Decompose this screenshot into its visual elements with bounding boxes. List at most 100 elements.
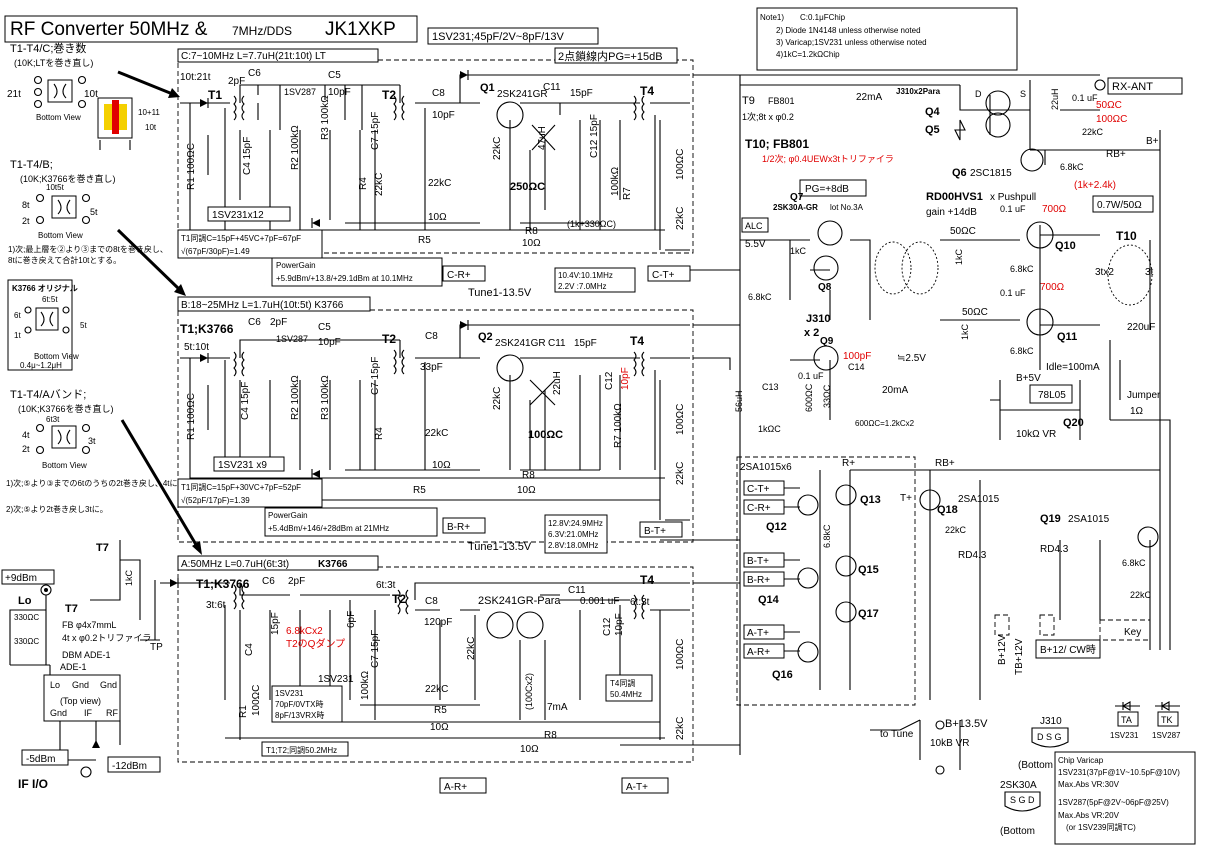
- section-b-t2: T2: [382, 332, 396, 346]
- pa-r68a: 6.8kC: [1010, 264, 1034, 274]
- section-b-r100: 100ΩC: [528, 429, 563, 441]
- section-c-d1: 1SV287: [284, 87, 316, 97]
- section-c-q1: Q1: [480, 82, 495, 94]
- pa-c01: 0.1 uF: [798, 371, 824, 381]
- pa-r68kc2: 6.8kC: [1060, 162, 1084, 172]
- if-level: -5dBm: [26, 754, 55, 765]
- section-c-tune-note2: √(67pF/30pF)=1.49: [181, 247, 250, 256]
- section-c-c12: C12 15pF: [589, 114, 600, 158]
- legend-chip5: (or 1SV239同調TC): [1066, 822, 1136, 832]
- section-c-power-title: PowerGain: [276, 261, 316, 270]
- section-a-r5v: 10Ω: [430, 722, 449, 733]
- pa-i20: 20mA: [882, 385, 908, 396]
- pa-r600-note: 600ΩC=1.2kCx2: [855, 419, 915, 428]
- section-c-r22kc2: 22kC: [675, 207, 686, 230]
- transformer-picture-icon: [97, 97, 133, 150]
- legend-tk-box: [1157, 711, 1179, 727]
- section-c-r4v: 22kC: [374, 173, 385, 196]
- section-b-r2: R2 100kΩ: [290, 375, 301, 420]
- pa-idle: Idle=100mA: [1046, 362, 1100, 373]
- pa-r1k24: (1k+2.4k): [1074, 180, 1116, 191]
- section-b-c12: C12: [604, 371, 615, 390]
- rx-ant-connector[interactable]: [1094, 79, 1106, 91]
- section-b-ratio: 5t:10t: [184, 342, 209, 353]
- pa-55v: 5.5V: [745, 239, 766, 250]
- section-a-header: A:50MHz L=0.7uH(6t:3t): [181, 559, 289, 570]
- section-b-bt: B-T+: [644, 526, 666, 537]
- section-a-at: A-T+: [626, 782, 648, 793]
- note-2: 2) Diode 1N4148 unless otherwise noted: [776, 26, 921, 35]
- k3766-title: K3766 オリジナル: [12, 284, 78, 293]
- lo-level: +9dBm: [5, 573, 37, 584]
- section-a-r1: R1: [238, 705, 249, 718]
- sw-vr10k: 10kB VR: [930, 738, 969, 749]
- rx-ant-box: [1107, 77, 1183, 95]
- section-a-r100c: 100ΩC: [675, 639, 686, 670]
- t1-coil-label-b: 10t: [145, 123, 157, 132]
- section-c-c7: C7 15pF: [370, 112, 381, 150]
- section-b-power-val: +5.4dBm/+146/+28dBm at 21MHz: [268, 524, 389, 533]
- ta-sub: (10K;K3766を巻き直し): [18, 403, 114, 414]
- section-b-freq-box: [544, 514, 608, 554]
- sw-tb12: TB+12V: [1014, 638, 1025, 675]
- section-a-vari-label: 1SV231: [318, 674, 354, 685]
- sw-q19: Q19: [1040, 513, 1061, 525]
- section-b-d1: 1SV287: [276, 334, 308, 344]
- pa-vr10k: 10kΩ VR: [1016, 429, 1056, 440]
- k3766-coil-icon: [24, 306, 70, 334]
- sw-tplus: T+: [900, 493, 912, 504]
- section-c-c5v: 10pF: [328, 87, 351, 98]
- pa-reg: 78L05: [1038, 390, 1066, 401]
- section-b-r22kc: 22kC: [425, 428, 448, 439]
- section-b-header: B:18~25MHz L=1.7uH(10t:5t) K3766: [181, 300, 344, 311]
- note-1b: C:0.1μFChip: [800, 13, 846, 22]
- k3766-b: 6t: [14, 311, 21, 320]
- if-io-connector[interactable]: [80, 766, 92, 778]
- pa-r22kc: 22kC: [1082, 127, 1104, 137]
- section-b-tune-note2: √(52pF/17pF)=1.39: [181, 496, 250, 505]
- section-b-vari-box: [213, 456, 285, 472]
- section-b-r100c: 100ΩC: [675, 404, 686, 435]
- pa-q5: Q5: [925, 124, 940, 136]
- sw-at: A-T+: [747, 628, 769, 639]
- pointer-arrows: [116, 70, 202, 555]
- pa-r50b: 50ΩC: [962, 307, 988, 318]
- section-a-c7: C7 15pF: [370, 630, 381, 668]
- pa-q10: Q10: [1055, 240, 1076, 252]
- section-c-tune-note1: T1同調C=15pF+45VC+7pF=67pF: [181, 233, 301, 243]
- tb-a: 10t5t: [46, 183, 65, 192]
- sw-q18-part: 2SA1015: [958, 494, 1000, 505]
- section-c-c4: C4 15pF: [242, 137, 253, 175]
- notes-box: [756, 7, 1018, 71]
- tb-b: 8t: [22, 200, 30, 210]
- pa-t10-desc: 1/2次; φ0.4UEWx3tトリファイラ: [762, 153, 894, 164]
- section-b-br: B-R+: [447, 522, 470, 533]
- legend-j310: J310: [1040, 716, 1062, 727]
- note-1: Note1): [760, 13, 784, 22]
- section-b-l22: 22uH: [552, 371, 563, 395]
- section-b-r1: R1 100ΩC: [186, 393, 197, 440]
- section-c-c8v: 10pF: [432, 110, 455, 121]
- section-c-power-val: +5.9dBm/+13.8/+29.1dBm at 10.1MHz: [276, 274, 413, 283]
- note-3: 3) Varicap;1SV231 unless otherwise noted: [776, 38, 927, 47]
- pa-pg8-box: [799, 179, 867, 197]
- legend-j310-icon: [1031, 727, 1069, 748]
- pa-q4: Q4: [925, 106, 941, 118]
- sw-q16: Q16: [772, 669, 793, 681]
- pa-t10: T10; FB801: [745, 137, 809, 151]
- section-c-r8v: 10Ω: [522, 238, 541, 249]
- rf-level-box: [107, 756, 161, 773]
- section-c-ratio: 10t:21t: [180, 72, 211, 83]
- t1-sub: (10K;LTを巻き直し): [14, 57, 93, 68]
- pa-q7-lot: lot No.3A: [830, 203, 864, 212]
- t1-turns-b: 10t: [84, 89, 98, 100]
- ade-pin-gnd2: Gnd: [100, 680, 117, 690]
- section-b-c6v: 2pF: [270, 317, 287, 328]
- section-b-r5v: 10Ω: [432, 460, 451, 471]
- t1-turns-a: 21t: [7, 89, 21, 100]
- pa-r1kc2: 1kC: [954, 248, 964, 265]
- section-a-r22kc3: 22kC: [675, 717, 686, 740]
- section-c-power-box: [271, 257, 443, 287]
- pa-x2: x 2: [804, 327, 819, 339]
- section-a-c8: C8: [425, 596, 438, 607]
